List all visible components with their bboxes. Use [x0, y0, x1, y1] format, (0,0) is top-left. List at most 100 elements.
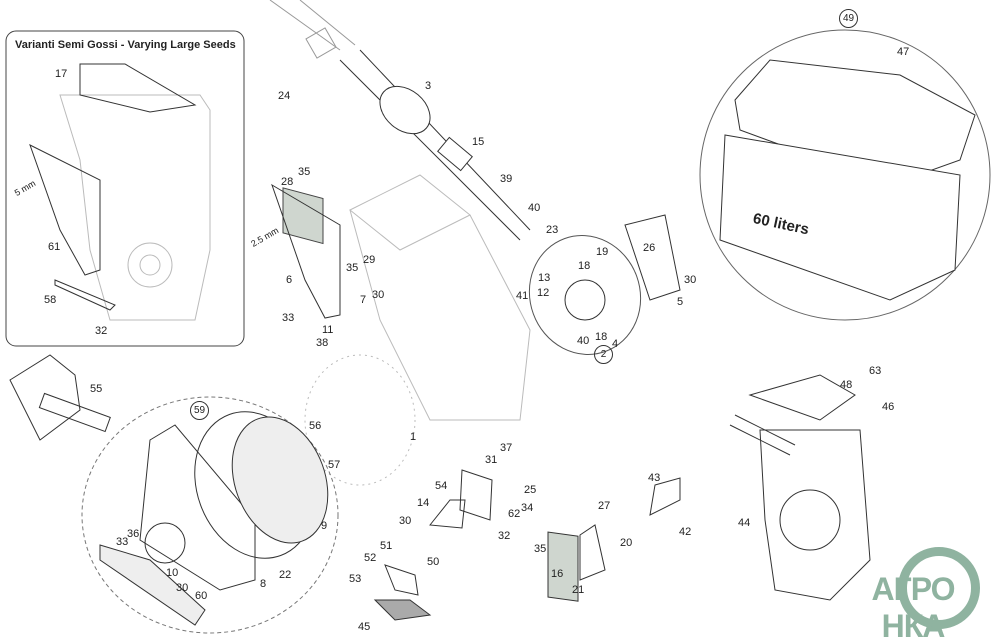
- group-label: 59: [190, 401, 209, 420]
- plate-14: [429, 499, 466, 529]
- part-label: 22: [279, 569, 292, 581]
- part-label: 35: [346, 262, 359, 274]
- part-label: 35: [298, 166, 311, 178]
- part-label: 60: [195, 590, 208, 602]
- part-label: 56: [309, 420, 322, 432]
- part-label: 39: [500, 173, 513, 185]
- shaft-3: [339, 49, 531, 241]
- part-label: 14: [417, 497, 430, 509]
- coupling-3: [379, 85, 431, 135]
- hopper-lid-circle: [699, 29, 991, 321]
- part-label: 6: [286, 274, 293, 286]
- coupling-15: [437, 136, 473, 172]
- cover-5: [624, 214, 681, 301]
- part-label: 63: [869, 365, 882, 377]
- part-label: 33: [116, 536, 129, 548]
- part-label: 32: [498, 530, 511, 542]
- unit-hopper: [748, 374, 856, 421]
- part-label: 29: [363, 254, 376, 266]
- part-label: 61: [48, 241, 61, 253]
- part-label: 25: [524, 484, 537, 496]
- part-label: 11: [322, 324, 334, 336]
- part-label: 40: [528, 202, 541, 214]
- unit-disc: [779, 489, 841, 551]
- part-label: 33: [282, 312, 295, 324]
- part-label: 47: [897, 46, 910, 58]
- drive-shaft: [269, 0, 356, 59]
- flap-55: [9, 354, 81, 441]
- hopper-60l: [719, 134, 961, 301]
- plate-6: [271, 183, 341, 319]
- part-label: 51: [380, 540, 393, 552]
- part-label: 5: [677, 296, 684, 308]
- part-label: 23: [546, 224, 559, 236]
- part-label: 50: [427, 556, 440, 568]
- unit-tube: [729, 414, 796, 456]
- part-label: 48: [840, 379, 853, 391]
- part-label: 8: [260, 578, 267, 590]
- part-label: 37: [500, 442, 513, 454]
- lid-47: [734, 59, 976, 186]
- part-label: 18: [578, 260, 591, 272]
- part-label: 40: [577, 335, 590, 347]
- part-label: 13: [538, 272, 551, 284]
- plate-54: [459, 469, 493, 521]
- part-label: 62: [508, 508, 521, 520]
- part-label: 55: [90, 383, 103, 395]
- seed-disc-watermark: [304, 354, 416, 486]
- part-label: 57: [328, 459, 341, 471]
- part-label: 10: [166, 567, 179, 579]
- part-label: 32: [95, 325, 108, 337]
- part-label: 26: [643, 242, 656, 254]
- part-label: 7: [360, 294, 367, 306]
- plate-43: [649, 477, 681, 516]
- part-label: 3: [425, 80, 432, 92]
- logo-text: АГРО НКА: [871, 571, 955, 644]
- unit-body: [759, 429, 871, 601]
- inset-title: Varianti Semi Gossi - Varying Large Seed…: [15, 39, 236, 51]
- part-label: 30: [176, 582, 189, 594]
- part-label: 16: [551, 568, 564, 580]
- grid-plate-24: [282, 187, 324, 245]
- part-label: 30: [684, 274, 697, 286]
- part-label: 36: [127, 528, 140, 540]
- cover-8: [139, 424, 256, 591]
- part-label: 28: [281, 176, 294, 188]
- part-label: 45: [358, 621, 371, 633]
- inset-body: [59, 94, 211, 321]
- part-label: 34: [521, 502, 534, 514]
- group-label: 2: [594, 345, 613, 364]
- part-label: 9: [321, 520, 328, 532]
- part-label: 30: [372, 289, 385, 301]
- part-label: 20: [620, 537, 633, 549]
- part-label: 17: [55, 68, 68, 80]
- scraper-45: [373, 599, 432, 621]
- part-label: 35: [534, 543, 547, 555]
- inset-flap-17: [79, 63, 197, 113]
- gear: [564, 279, 606, 321]
- part-label: 44: [738, 517, 751, 529]
- part-label: 58: [44, 294, 57, 306]
- part-label: 1: [410, 431, 417, 443]
- part-label: 27: [598, 500, 611, 512]
- grid-plate-25: [547, 531, 579, 602]
- part-label: 12: [537, 287, 550, 299]
- part-label: 19: [596, 246, 609, 258]
- part-label: 31: [485, 454, 498, 466]
- bracket-16: [579, 524, 606, 581]
- part-label: 53: [349, 573, 362, 585]
- hub-10: [144, 522, 186, 564]
- bracket-52: [384, 564, 419, 596]
- group-label: 49: [839, 9, 858, 28]
- part-label: 41: [516, 290, 529, 302]
- part-label: 38: [316, 337, 329, 349]
- part-label: 52: [364, 552, 377, 564]
- main-housing: [349, 174, 531, 421]
- gear-group-2: [528, 235, 642, 355]
- part-label: 42: [679, 526, 692, 538]
- shield-60: [99, 544, 206, 626]
- inset-plate-61: [29, 143, 101, 276]
- part-label: 4: [612, 338, 619, 350]
